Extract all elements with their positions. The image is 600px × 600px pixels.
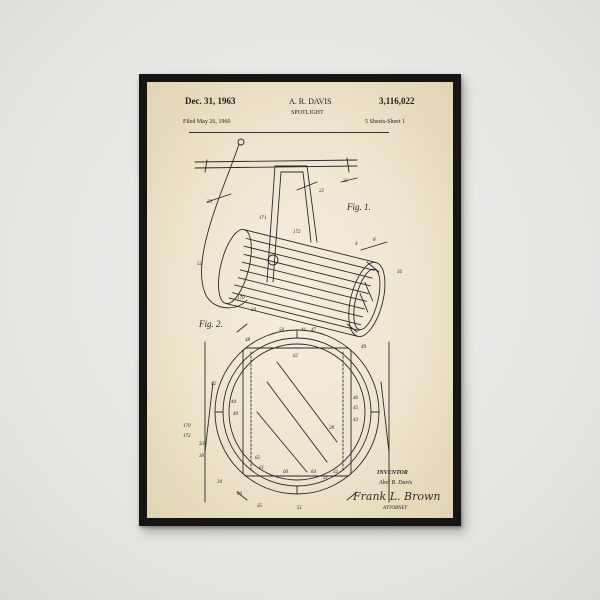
callout-30: 30 [199, 454, 204, 459]
callout-62: 62 [293, 354, 298, 359]
callout-170-b: 170 [183, 424, 191, 429]
figure-1-label: Fig. 1. [347, 202, 371, 212]
callout-35: 35 [257, 504, 262, 509]
callout-24: 24 [251, 308, 256, 313]
callout-65: 65 [255, 456, 260, 461]
callout-170: 170 [237, 296, 245, 301]
callout-61: 61 [259, 466, 264, 471]
patent-filed-date: Filed May 26, 1960 [183, 119, 231, 125]
picture-frame: Dec. 31, 1963 A. R. DAVIS 3,116,022 SPOT… [139, 74, 461, 526]
patent-number: 3,116,022 [379, 96, 415, 106]
callout-60: 60 [283, 470, 288, 475]
callout-49: 49 [361, 345, 366, 350]
callout-42: 42 [211, 382, 216, 387]
patent-date: Dec. 31, 1963 [185, 96, 236, 106]
callout-34: 34 [217, 480, 222, 485]
patent-print: Dec. 31, 1963 A. R. DAVIS 3,116,022 SPOT… [147, 82, 453, 518]
callout-21: 21 [343, 179, 348, 184]
callout-172-b: 172 [183, 434, 191, 439]
attorney-signature: Frank L. Brown [353, 490, 441, 503]
callout-32: 32 [333, 470, 338, 475]
callout-46: 46 [353, 396, 358, 401]
callout-48: 48 [245, 338, 250, 343]
callout-23: 23 [207, 200, 212, 205]
inventor-label: INVENTOR [377, 470, 408, 476]
figure-2-label: Fig. 2. [199, 319, 223, 329]
spotlight-drawing [194, 138, 390, 503]
callout-8: 8 [373, 238, 376, 243]
callout-4: 4 [355, 242, 358, 247]
callout-171: 171 [259, 216, 267, 221]
callout-22: 22 [319, 189, 324, 194]
callout-43: 43 [353, 418, 358, 423]
callout-40: 40 [233, 412, 238, 417]
callout-50: 50 [279, 328, 284, 333]
callout-31: 31 [323, 476, 328, 481]
patent-title: SPOTLIGHT [291, 110, 324, 116]
callout-56: 56 [397, 270, 402, 275]
callout-41: 41 [301, 328, 306, 333]
callout-52: 52 [197, 262, 202, 267]
callout-36: 36 [237, 492, 242, 497]
inventor-name: Abel R. Davis [379, 480, 413, 486]
callout-64: 64 [311, 470, 316, 475]
patent-inventor-header: A. R. DAVIS [289, 97, 332, 106]
callout-33: 33 [199, 442, 204, 447]
callout-44: 44 [231, 400, 236, 405]
header-rule [189, 132, 389, 133]
patent-sheets: 5 Sheets-Sheet 1 [365, 119, 405, 125]
callout-45: 45 [353, 406, 358, 411]
attorney-label: ATTORNEY [383, 506, 408, 511]
callout-28: 28 [329, 426, 334, 431]
callout-51: 51 [297, 506, 302, 511]
callout-172: 172 [293, 230, 301, 235]
callout-47: 47 [311, 328, 316, 333]
